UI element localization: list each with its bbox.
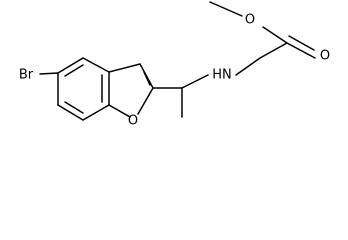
aromatic-inner-bond xyxy=(64,64,84,77)
aromatic-bond xyxy=(82,104,110,121)
ring-oxygen-label: O xyxy=(128,114,138,129)
aromatic-bond xyxy=(57,104,84,121)
furan-double-bond xyxy=(143,71,151,86)
molecule-structure: Br O HN O O xyxy=(19,1,330,129)
carbon-bromine-bond xyxy=(39,72,59,75)
carbonyl-double-bond xyxy=(288,35,315,51)
aromatic-bond xyxy=(82,57,110,73)
aromatic-bond xyxy=(57,57,84,74)
nitrogen-carbon-bond xyxy=(235,57,261,76)
chain-bond xyxy=(259,42,288,59)
structure-canvas: Br O HN O O xyxy=(18,1,331,129)
furan-bond xyxy=(108,104,131,118)
furan-bond xyxy=(137,87,154,115)
amine-label: HN xyxy=(212,68,232,83)
carbon-nitrogen-bond xyxy=(181,74,209,89)
bromine-label: Br xyxy=(19,68,34,83)
methoxy-bond xyxy=(209,1,243,17)
carbonyl-double-bond xyxy=(286,42,316,59)
aromatic-inner-bond xyxy=(64,101,84,114)
carbonyl-oxygen-label: O xyxy=(320,49,330,64)
ester-oxygen-label: O xyxy=(245,13,255,28)
furan-bond xyxy=(108,63,141,73)
ester-bond xyxy=(262,26,288,44)
